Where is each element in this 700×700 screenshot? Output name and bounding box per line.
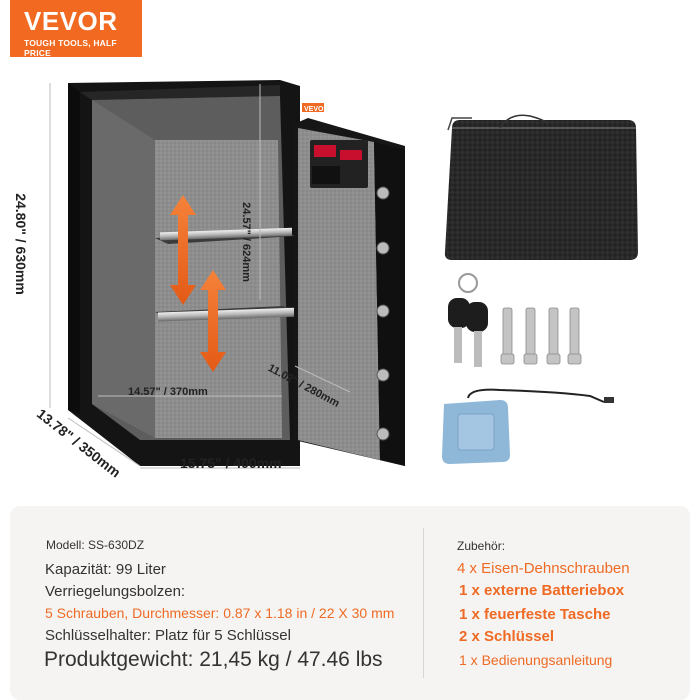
key-holder-text: Schlüsselhalter: Platz für 5 Schlüssel [45, 627, 291, 644]
accessory-item: 1 x externe Batteriebox [459, 582, 625, 599]
safe-body: VEVOR [68, 80, 329, 466]
bolts-label: Verriegelungsbolzen: [45, 583, 186, 600]
inner-width-label: 14.57" / 370mm [128, 386, 208, 398]
dimension-lines [49, 83, 351, 469]
fireproof-bag [444, 114, 638, 260]
expansion-screws [500, 307, 582, 365]
locking-bolts [376, 186, 390, 441]
specs-panel [10, 506, 690, 700]
weight-text: Produktgewicht: 21,45 kg / 47.46 lbs [44, 648, 383, 671]
model-text: Modell: SS-630DZ [46, 538, 145, 552]
safe-door [294, 118, 405, 466]
safe-badge: VEVOR [304, 106, 329, 113]
keys [448, 273, 488, 367]
accessory-item: 1 x feuerfeste Tasche [459, 606, 611, 623]
external-battery-box [442, 388, 614, 464]
logo-brand: VEVOR [24, 6, 118, 36]
accessory-item: 1 x Bedienungsanleitung [459, 652, 613, 668]
accessories-title: Zubehör: [457, 539, 506, 553]
outer-width-label: 15.75" / 400mm [180, 455, 282, 471]
bolts-value: 5 Schrauben, Durchmesser: 0.87 x 1.18 in… [45, 605, 395, 621]
capacity-text: Kapazität: 99 Liter [45, 561, 166, 578]
accessory-item: 4 x Eisen-Dehnschrauben [457, 560, 630, 577]
outer-height-label: 24.80" / 630mm [12, 193, 29, 295]
product-illustration: VEVOR [49, 80, 638, 469]
logo-tagline: TOUGH TOOLS, HALF PRICE [24, 38, 117, 58]
inner-height-label: 24.57" / 624mm [239, 202, 252, 282]
vevor-logo: VEVOR TOUGH TOOLS, HALF PRICE [10, 0, 142, 58]
panel-divider [423, 528, 424, 678]
shelf-adjust-arrows [170, 195, 226, 372]
accessory-item: 2 x Schlüssel [459, 628, 555, 645]
